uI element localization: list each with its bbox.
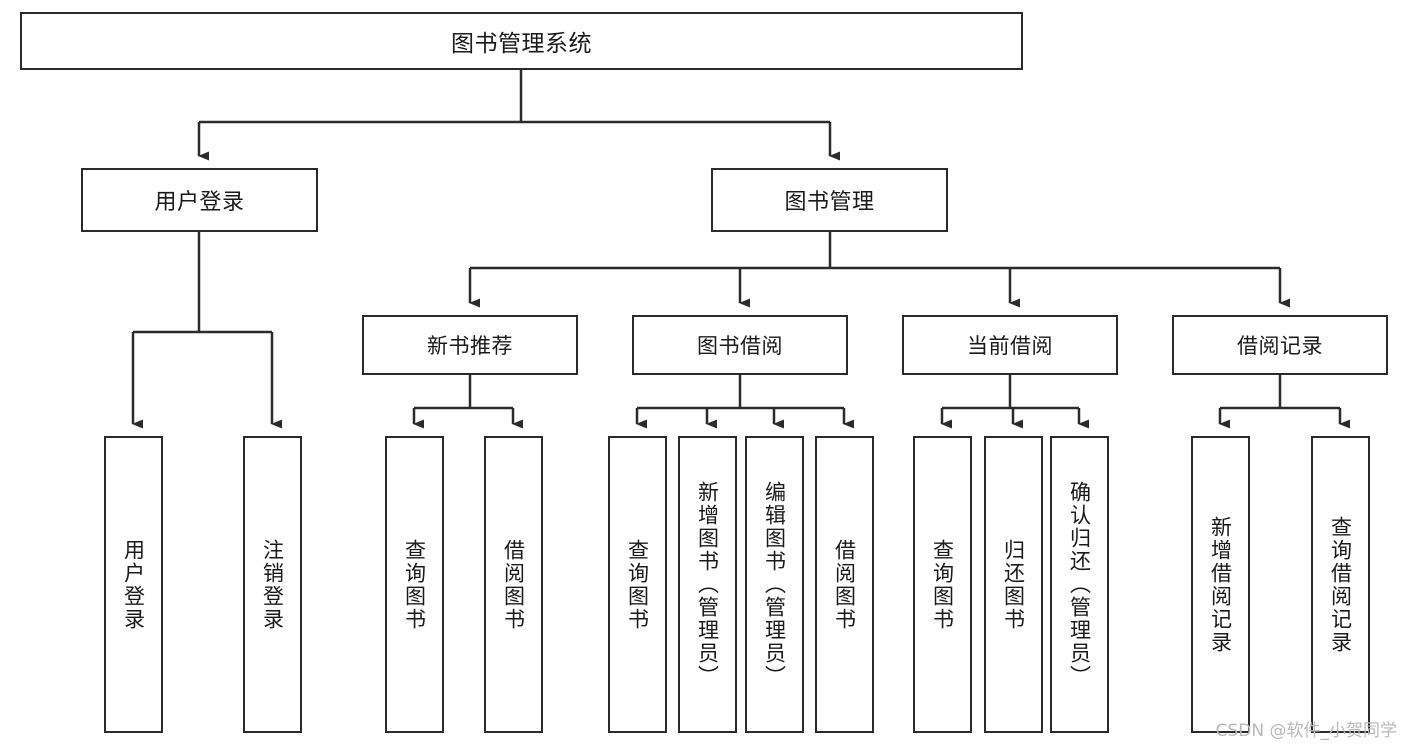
node-new-book-recommend[interactable]: 新书推荐 — [362, 315, 578, 375]
node-borrow-records-label: 借阅记录 — [1237, 334, 1323, 358]
leaf-edit-book-admin[interactable]: 编辑图书（管理员） — [745, 436, 804, 733]
leaf-add-book-admin[interactable]: 新增图书（管理员） — [678, 436, 737, 733]
leaf-query-book-borrow[interactable]: 查询图书 — [608, 436, 667, 733]
leaf-confirm-return-admin[interactable]: 确认归还（管理员） — [1050, 436, 1109, 733]
node-borrow-records[interactable]: 借阅记录 — [1172, 315, 1388, 375]
leaf-edit-book-admin-label: 编辑图书（管理员） — [762, 481, 787, 688]
leaf-query-book-newbooks-label: 查询图书 — [402, 538, 427, 631]
node-root-system[interactable]: 图书管理系统 — [20, 12, 1023, 70]
leaf-query-book-current[interactable]: 查询图书 — [913, 436, 972, 733]
leaf-add-borrow-record[interactable]: 新增借阅记录 — [1191, 436, 1250, 733]
connectors-current-to-leaves — [940, 375, 1089, 429]
leaf-user-login[interactable]: 用户登录 — [104, 436, 163, 733]
node-user-login-label: 用户登录 — [154, 190, 245, 215]
node-book-management[interactable]: 图书管理 — [711, 168, 948, 232]
connectors-borrow-to-leaves — [635, 375, 854, 429]
leaf-user-login-label: 用户登录 — [121, 538, 146, 631]
connectors-books-to-level3 — [468, 232, 1290, 308]
leaf-query-borrow-record[interactable]: 查询借阅记录 — [1311, 436, 1370, 733]
leaf-borrow-book-label: 借阅图书 — [832, 538, 857, 631]
node-root-label: 图书管理系统 — [451, 31, 592, 57]
leaf-logout-label: 注销登录 — [260, 538, 285, 631]
connectors-root-to-level2 — [197, 70, 840, 161]
node-new-book-recommend-label: 新书推荐 — [427, 334, 513, 358]
node-user-login[interactable]: 用户登录 — [81, 168, 318, 232]
leaf-query-borrow-record-label: 查询借阅记录 — [1328, 515, 1353, 654]
node-current-borrow-label: 当前借阅 — [967, 334, 1053, 358]
leaf-add-book-admin-label: 新增图书（管理员） — [695, 481, 720, 688]
leaf-return-book-label: 归还图书 — [1001, 538, 1026, 631]
node-book-borrow-label: 图书借阅 — [697, 334, 783, 358]
node-book-management-label: 图书管理 — [784, 190, 875, 215]
leaf-return-book[interactable]: 归还图书 — [984, 436, 1043, 733]
leaf-borrow-book[interactable]: 借阅图书 — [815, 436, 874, 733]
leaf-logout[interactable]: 注销登录 — [243, 436, 302, 733]
connectors-newbooks-to-leaves — [412, 375, 523, 429]
leaf-borrow-book-newbooks[interactable]: 借阅图书 — [484, 436, 543, 733]
leaf-add-borrow-record-label: 新增借阅记录 — [1208, 515, 1233, 654]
leaf-query-book-borrow-label: 查询图书 — [625, 538, 650, 631]
leaf-confirm-return-admin-label: 确认归还（管理员） — [1067, 481, 1092, 688]
leaf-borrow-book-newbooks-label: 借阅图书 — [501, 538, 526, 631]
node-book-borrow[interactable]: 图书借阅 — [632, 315, 848, 375]
node-current-borrow[interactable]: 当前借阅 — [902, 315, 1118, 375]
leaf-query-book-current-label: 查询图书 — [930, 538, 955, 631]
connectors-records-to-leaves — [1218, 375, 1350, 429]
connectors-login-to-leaves — [131, 232, 282, 429]
leaf-query-book-newbooks[interactable]: 查询图书 — [385, 436, 444, 733]
